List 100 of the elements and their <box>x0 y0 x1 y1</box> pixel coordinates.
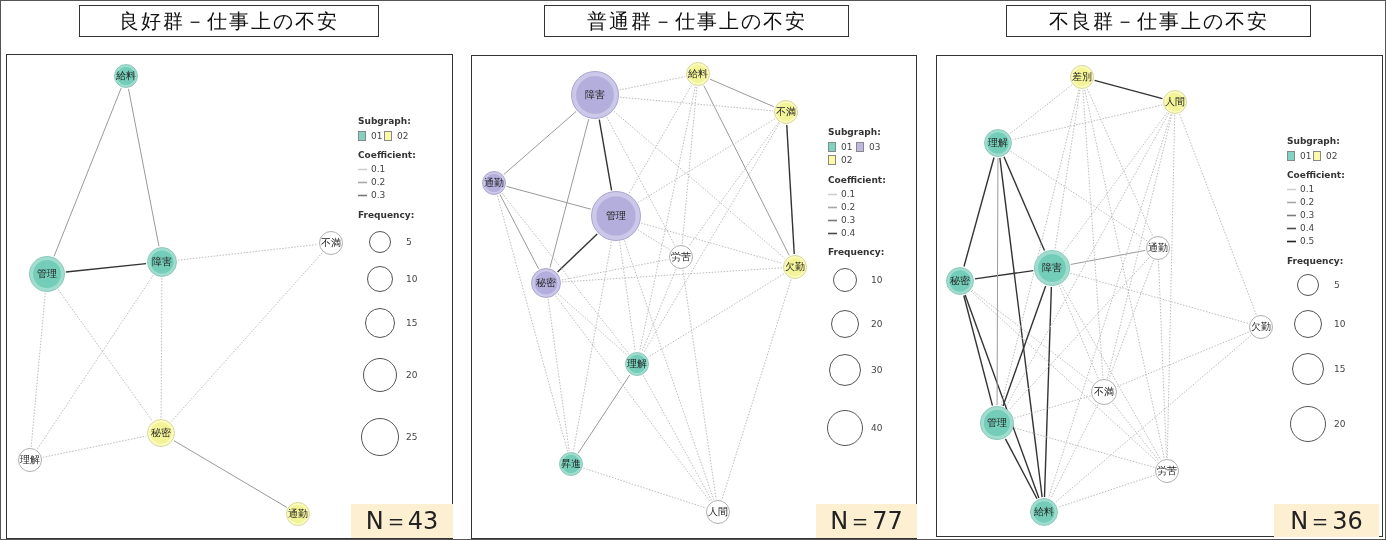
sample-size-box: N＝36 <box>1274 504 1379 537</box>
edge-line <box>1069 272 1249 324</box>
legend-heading: Coefficient: <box>828 175 886 185</box>
edge-line <box>1166 114 1176 459</box>
edge-line <box>53 87 122 257</box>
edge-line <box>1008 257 1150 411</box>
edge-line <box>549 118 590 268</box>
legend-label: 30 <box>871 365 883 375</box>
edge-line <box>1054 89 1081 250</box>
word-circle: 労苦 <box>1155 459 1179 483</box>
edge-line <box>503 110 577 175</box>
word-circle: 欠勤 <box>783 255 807 279</box>
edge-line <box>628 84 692 194</box>
edge-line <box>577 374 631 454</box>
word-circle: 不満 <box>774 100 798 124</box>
title-box: 不良群－仕事上の不安 <box>1006 5 1311 37</box>
edge-line <box>1054 334 1252 503</box>
edge-line <box>1058 285 1100 380</box>
network-panel <box>471 55 917 539</box>
word-circle: 通勤 <box>286 502 310 526</box>
edge-line <box>619 241 636 352</box>
word-circle: 秘密 <box>946 267 974 295</box>
edge-line <box>557 293 628 356</box>
edge-line <box>160 277 163 419</box>
title-box: 良好群－仕事上の不安 <box>79 5 379 37</box>
edge-line <box>1043 286 1053 498</box>
edge-line <box>177 243 319 261</box>
word-circle: 不満 <box>319 231 343 255</box>
edge-line <box>1000 89 1080 406</box>
edge-line <box>637 229 671 251</box>
edge-line <box>1009 84 1073 135</box>
word-circle: 障害 <box>1034 250 1070 286</box>
edge-line <box>547 298 570 452</box>
legend-label: 10 <box>871 275 883 285</box>
edge-line <box>970 290 1158 463</box>
legend-label: 5 <box>406 237 412 247</box>
word-circle: 障害 <box>571 71 619 119</box>
edge-line <box>682 269 717 500</box>
edge-line <box>640 222 783 264</box>
word-circle: 差別 <box>1070 65 1094 89</box>
legend-label: 02 <box>397 131 409 141</box>
edge-line <box>57 288 153 422</box>
word-circle: 管理 <box>29 256 65 292</box>
edge-line <box>506 185 592 210</box>
edge-line <box>647 273 785 358</box>
edge-line <box>971 289 1094 384</box>
word-circle: 障害 <box>147 247 177 277</box>
edge-line <box>1112 402 1160 462</box>
sample-size-box: N＝77 <box>816 504 917 538</box>
legend-label: 20 <box>871 319 883 329</box>
edge-line <box>1010 150 1148 242</box>
edge-line <box>1005 112 1170 408</box>
word-circle: 理解 <box>18 448 42 472</box>
edge-line <box>963 156 995 268</box>
edge-line <box>1179 113 1257 316</box>
legend-label: 0.2 <box>1300 197 1315 207</box>
legend-heading: Subgraph: <box>358 116 411 126</box>
edge-line <box>688 122 779 247</box>
title-box: 普通群－仕事上の不安 <box>544 5 849 37</box>
legend-heading: Subgraph: <box>1287 136 1340 146</box>
edge-line <box>964 294 1040 499</box>
legend-label: 01 <box>1300 151 1312 161</box>
legend-label: 25 <box>406 432 418 442</box>
edge-line <box>721 278 792 501</box>
legend-label: 0.5 <box>1300 236 1315 246</box>
edge-line <box>127 88 160 247</box>
edge-line <box>36 274 154 450</box>
word-circle: 通勤 <box>1146 236 1170 260</box>
legend-label: 0.1 <box>1300 184 1315 194</box>
legend-label: 0.2 <box>841 202 856 212</box>
legend-label: 02 <box>841 155 853 165</box>
edge-line <box>173 440 288 508</box>
edge-line <box>1057 474 1156 508</box>
legend-heading: Coefficient: <box>1287 170 1345 180</box>
edge-line <box>996 157 999 406</box>
word-circle: 給料 <box>114 64 138 88</box>
legend-label: 01 <box>841 142 853 152</box>
edge-line <box>963 294 994 407</box>
edge-line <box>1050 404 1099 500</box>
edge-line <box>499 194 540 270</box>
legend-heading: Frequency: <box>828 247 885 257</box>
edge-line <box>561 258 669 281</box>
edge-line <box>999 157 1043 498</box>
edge-line <box>641 268 677 353</box>
edge-line <box>555 295 711 503</box>
edge-line <box>639 86 696 352</box>
word-circle: 人間 <box>706 500 730 524</box>
edge-line <box>496 195 569 452</box>
edge-line <box>501 192 630 355</box>
edge-line <box>572 241 612 452</box>
edge-line <box>1116 331 1250 388</box>
legend-label: 0.2 <box>371 177 386 187</box>
network-panel <box>6 54 453 539</box>
edge-line <box>1106 114 1173 379</box>
edge-line <box>786 124 795 255</box>
edge-line <box>30 292 46 448</box>
legend-label: 10 <box>1334 319 1346 329</box>
word-circle: 管理 <box>591 191 641 241</box>
edge-line <box>619 96 774 112</box>
edge-line <box>1070 249 1146 265</box>
